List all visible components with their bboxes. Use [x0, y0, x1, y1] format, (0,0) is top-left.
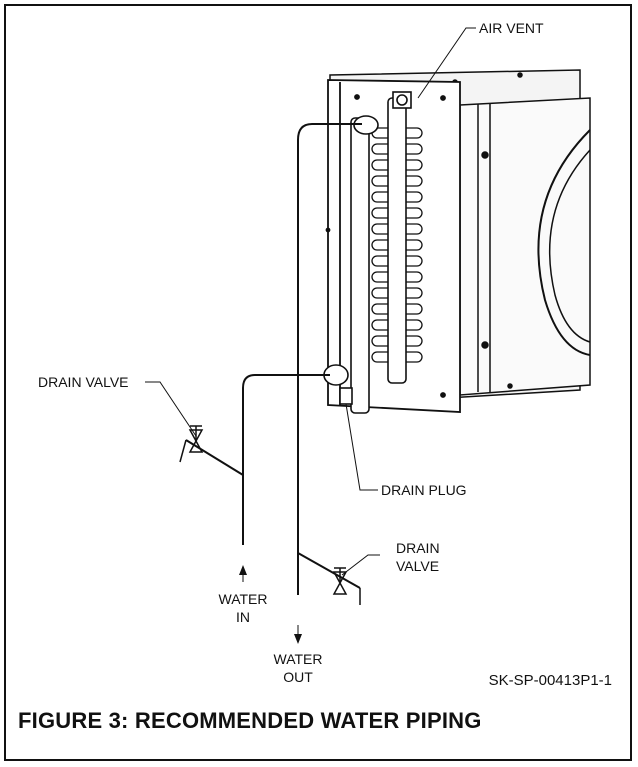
drain-valve-left-label: DRAIN VALVE [38, 374, 129, 390]
water-out-arrow-icon [294, 625, 302, 644]
air-vent-label: AIR VENT [479, 20, 544, 36]
water-out-label-2: OUT [283, 669, 313, 685]
drain-valve-right-label-2: VALVE [396, 558, 439, 574]
water-piping [185, 123, 362, 595]
drain-valve-right-label-1: DRAIN [396, 540, 440, 556]
water-out-label-1: WATER [274, 651, 323, 667]
figure-caption: FIGURE 3: RECOMMENDED WATER PIPING [18, 708, 482, 733]
water-in-arrow-icon [239, 565, 247, 582]
drawing-code: SK-SP-00413P1-1 [488, 672, 612, 689]
water-in-label-2: IN [236, 609, 250, 625]
drain-plug-label: DRAIN PLUG [381, 482, 467, 498]
drain-valve-right-icon [332, 567, 361, 605]
water-in-label-1: WATER [219, 591, 268, 607]
drain-valve-left-icon [179, 425, 204, 463]
leader-lines [145, 27, 476, 576]
